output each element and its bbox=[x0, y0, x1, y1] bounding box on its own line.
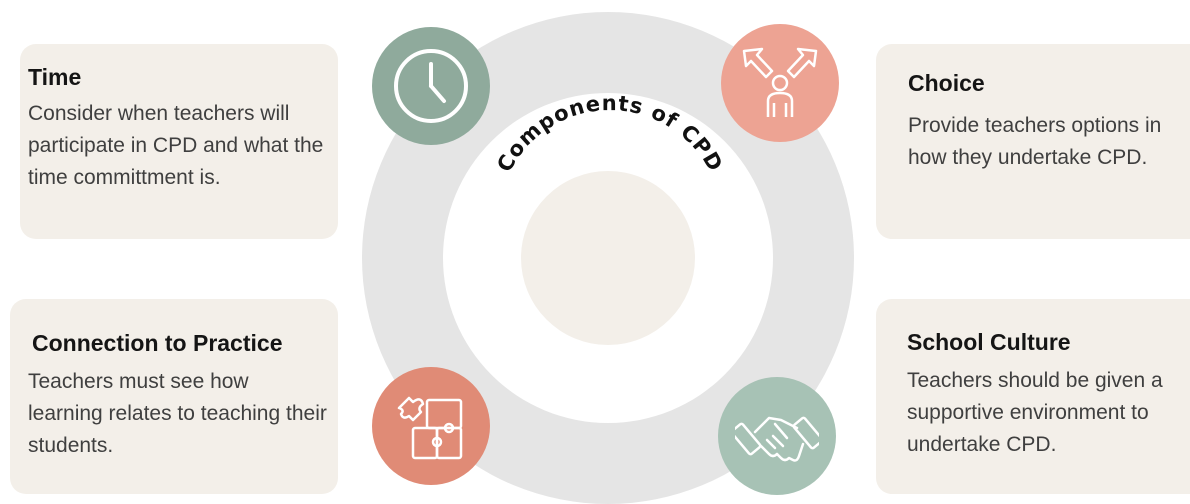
diagram-title-text: Components of CPD bbox=[492, 95, 726, 176]
center-disc bbox=[521, 171, 695, 345]
clock-icon bbox=[372, 27, 490, 145]
choice-card: Choice Provide teachers options in how t… bbox=[876, 44, 1190, 239]
connection-description: Teachers must see how learning relates t… bbox=[28, 369, 327, 457]
time-card: Time Consider when teachers will partici… bbox=[20, 44, 338, 239]
choice-description: Provide teachers options in how they und… bbox=[908, 113, 1162, 169]
culture-card: School Culture Teachers should be given … bbox=[876, 299, 1190, 494]
svg-text:Components of CPD: Components of CPD bbox=[492, 95, 727, 176]
connection-card: Connection to Practice Teachers must see… bbox=[10, 299, 338, 494]
handshake-icon bbox=[718, 377, 836, 495]
split-path-icon bbox=[721, 24, 839, 142]
diagram-title: Components of CPD bbox=[492, 95, 727, 176]
puzzle-icon bbox=[372, 367, 490, 485]
culture-title: School Culture bbox=[907, 329, 1071, 355]
time-description: Consider when teachers will participate … bbox=[28, 101, 324, 189]
choice-title: Choice bbox=[908, 70, 985, 96]
connection-title: Connection to Practice bbox=[32, 330, 283, 356]
time-title: Time bbox=[28, 64, 82, 90]
culture-description: Teachers should be given a supportive en… bbox=[907, 368, 1163, 456]
